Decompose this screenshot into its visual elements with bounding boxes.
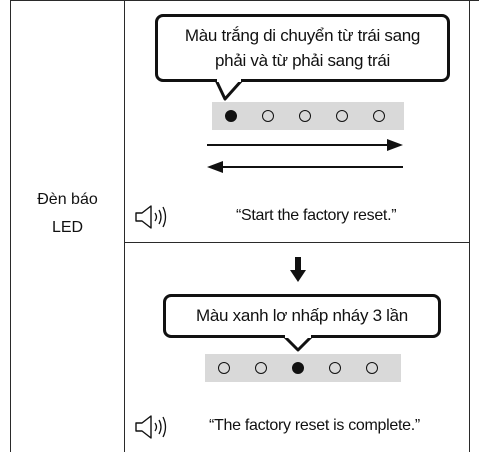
table-left-border xyxy=(10,0,11,452)
step1-led-1 xyxy=(225,110,237,122)
arrow-down-icon xyxy=(290,257,306,282)
step2-led-5 xyxy=(366,362,378,374)
step1-led-3 xyxy=(299,110,311,122)
step2-led-4 xyxy=(329,362,341,374)
step2-led-1 xyxy=(218,362,230,374)
speaker-icon xyxy=(135,415,167,439)
row-label: Đèn báo LED xyxy=(11,186,124,242)
step1-callout-line2: phải và từ phải sang trái xyxy=(215,51,390,70)
arrow-left-icon xyxy=(207,161,403,173)
step2-callout-pointer xyxy=(282,335,314,352)
speaker-icon xyxy=(135,205,167,229)
step1-callout-pointer xyxy=(215,79,244,101)
step2-callout: Màu xanh lơ nhấp nháy 3 lần xyxy=(163,294,441,338)
step1-led-5 xyxy=(373,110,385,122)
row-label-line2: LED xyxy=(51,219,84,236)
step2-callout-text: Màu xanh lơ nhấp nháy 3 lần xyxy=(196,306,408,325)
arrow-right-icon xyxy=(207,139,403,151)
step1-callout: Màu trắng di chuyển từ trái sang phải và… xyxy=(155,14,450,82)
step1-led-2 xyxy=(262,110,274,122)
column-divider xyxy=(124,0,125,452)
step2-led-strip xyxy=(205,354,401,382)
step2-led-2 xyxy=(255,362,267,374)
step1-led-4 xyxy=(336,110,348,122)
step1-callout-line1: Màu trắng di chuyển từ trái sang xyxy=(184,26,421,45)
row-label-line1: Đèn báo xyxy=(37,191,98,208)
step2-led-3 xyxy=(292,362,304,374)
step1-speech: “Start the factory reset.” xyxy=(236,207,397,224)
row-divider xyxy=(124,242,469,243)
step1-led-strip xyxy=(212,102,404,130)
table-right-border xyxy=(469,0,470,452)
step2-speech: “The factory reset is complete.” xyxy=(209,417,420,434)
table-top-border xyxy=(10,0,479,1)
